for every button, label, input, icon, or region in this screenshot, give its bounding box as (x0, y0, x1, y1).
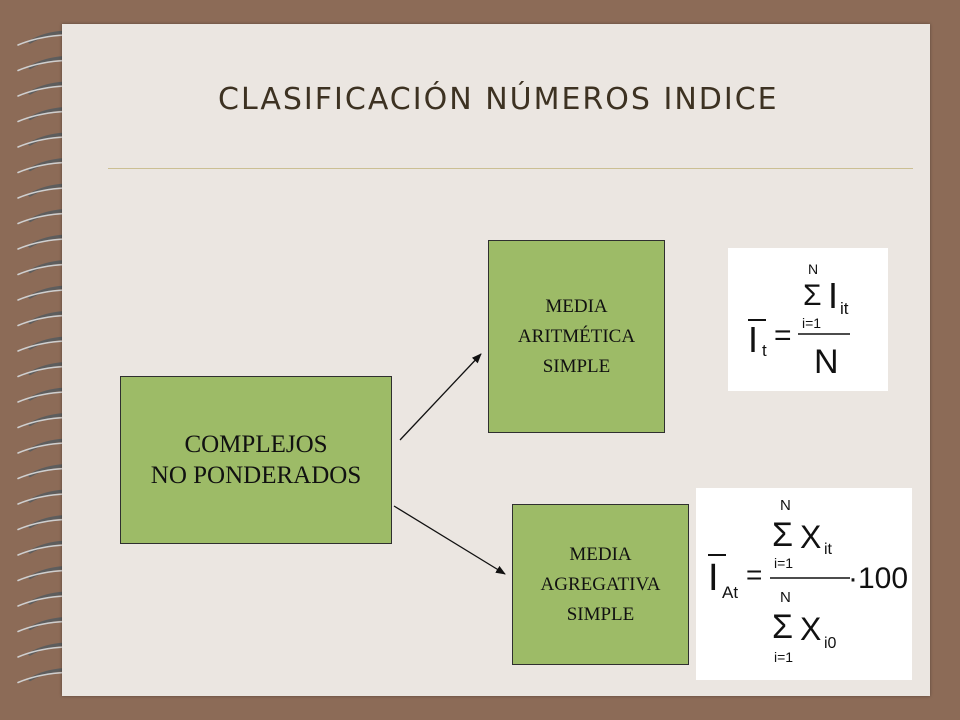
formula-arith-sum: Σ (803, 279, 822, 312)
formula-arith-sum-lower: i=1 (802, 315, 821, 331)
box-aggregative-label: MEDIA AGREGATIVA SIMPLE (540, 543, 661, 625)
formula-agg-den-term: X (800, 611, 821, 647)
box-main-label: COMPLEJOS NO PONDERADOS (150, 431, 362, 489)
formula-arith-lhs: I (748, 319, 758, 360)
formula-arithmetic: I t = N Σ i=1 I it N (728, 248, 888, 391)
formula-agg-num-term: X (800, 519, 821, 555)
formula-arith-term: I (828, 275, 838, 316)
formula-agg-lhs: I (708, 557, 719, 599)
formula-agg-den-sum: Σ (772, 608, 793, 646)
box-media-aritmetica-simple: MEDIA ARITMÉTICA SIMPLE (488, 240, 665, 433)
formula-agg-num-upper: N (780, 497, 791, 514)
formula-agg-lhs-sub: At (722, 583, 738, 602)
title-divider (108, 168, 913, 169)
box-media-agregativa-simple: MEDIA AGREGATIVA SIMPLE (512, 504, 689, 665)
formula-agg-den-lower: i=1 (774, 649, 793, 665)
formula-arith-denominator: N (814, 343, 839, 381)
formula-arith-lhs-sub: t (762, 341, 767, 360)
formula-arith-equals: = (774, 319, 792, 352)
formula-agg-num-sum: Σ (772, 516, 793, 554)
formula-agg-den-upper: N (780, 589, 791, 606)
formula-agg-num-sub: it (824, 541, 833, 558)
box-arithmetic-label: MEDIA ARITMÉTICA SIMPLE (517, 295, 636, 377)
formula-agg-multiplier: ·100 (848, 562, 908, 595)
formula-agg-equals: = (746, 559, 762, 590)
formula-arith-term-sub: it (840, 299, 849, 318)
formula-aggregative: I At = N Σ i=1 X it N Σ i=1 X i0 ·100 (696, 488, 912, 680)
slide-title: CLASIFICACIÓN NÚMEROS INDICE (218, 82, 779, 117)
formula-agg-num-lower: i=1 (774, 555, 793, 571)
formula-agg-den-sub: i0 (824, 635, 837, 652)
formula-arith-sum-upper: N (808, 261, 818, 277)
box-complejos-no-ponderados: COMPLEJOS NO PONDERADOS (120, 376, 392, 544)
